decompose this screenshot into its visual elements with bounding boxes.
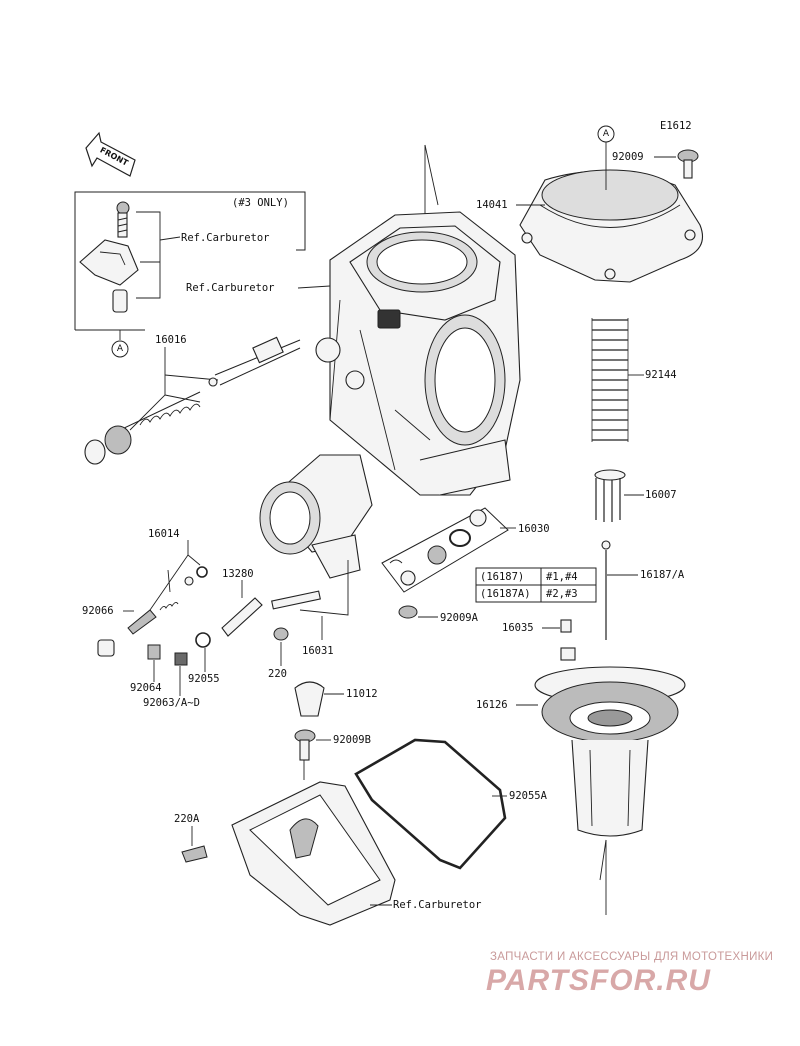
top-cover [519,169,704,283]
idle-screw-assembly [84,336,301,465]
jet-13280 [195,597,263,648]
label-92055: 92055 [188,673,220,685]
watermark-logo: PARTSFOR.RU [486,964,711,997]
label-16126: 16126 [476,699,508,711]
label-92009A: 92009A [440,612,479,624]
cap-11012 [294,681,325,717]
label-92144: 92144 [645,369,677,381]
front-arrow-icon: FRONT [85,131,136,177]
float-bowl [231,781,396,926]
inset-ref-carburetor: Ref.Carburetor [181,232,270,244]
needle-table-row-2-cyl: #2,#3 [546,588,578,600]
label-92066: 92066 [82,605,114,617]
spring-92144 [591,318,629,442]
label-16014: 16014 [148,528,180,540]
retainer-16007 [594,469,626,522]
label-16016: 16016 [155,334,187,346]
label-92063: 92063/A~D [143,697,200,709]
label-92055A: 92055A [509,790,548,802]
part-220A [181,845,208,863]
ref-circle-a-top-label: A [603,129,610,139]
kit-16030 [381,507,509,593]
part-92066 [97,639,115,657]
screw-92009 [677,149,699,179]
jet-needle [601,540,611,640]
label-16187A: 16187/A [640,569,685,581]
label-220A: 220A [174,813,200,825]
screw-92009B [294,729,316,780]
part-220 [273,627,289,641]
label-16031: 16031 [302,645,334,657]
needle-table-row-2-part: (16187A) [480,588,531,600]
diagram-code: E1612 [660,120,692,132]
carburetor-body [315,144,521,496]
needle-table-row-1-part: (16187) [480,571,524,583]
label-11012: 11012 [346,688,378,700]
label-13280: 13280 [222,568,254,580]
label-92064: 92064 [130,682,162,694]
label-16030: 16030 [518,523,550,535]
needle-table: (16187) #1,#4 (16187A) #2,#3 [475,567,597,603]
holder-assembly [259,454,373,610]
label-92009B: 92009B [333,734,371,746]
label-16035: 16035 [502,622,534,634]
label-92009: 92009 [612,151,644,163]
ref-circle-a-left-label: A [117,344,124,354]
label-14041: 14041 [476,199,508,211]
mixture-screw-16014 [127,566,208,635]
ref-circle-a-left [111,340,129,358]
watermark-tagline: ЗАПЧАСТИ И АКСЕССУАРЫ ДЛЯ МОТОТЕХНИКИ [490,951,773,963]
inset-note: (#3 ONLY) [232,197,289,209]
small-jets [147,644,188,666]
label-16007: 16007 [645,489,677,501]
needle-table-row-1-cyl: #1,#4 [546,571,578,583]
vacuum-piston-16126 [534,647,686,915]
gasket-92055A [354,738,507,870]
part-92009A [398,605,418,619]
part-16035 [560,619,572,633]
ref-carburetor-bowl: Ref.Carburetor [393,899,482,911]
inset-group: (#3 ONLY) Ref.Carburetor [74,191,306,340]
ref-carburetor-body: Ref.Carburetor [186,282,275,294]
label-220: 220 [268,668,287,680]
